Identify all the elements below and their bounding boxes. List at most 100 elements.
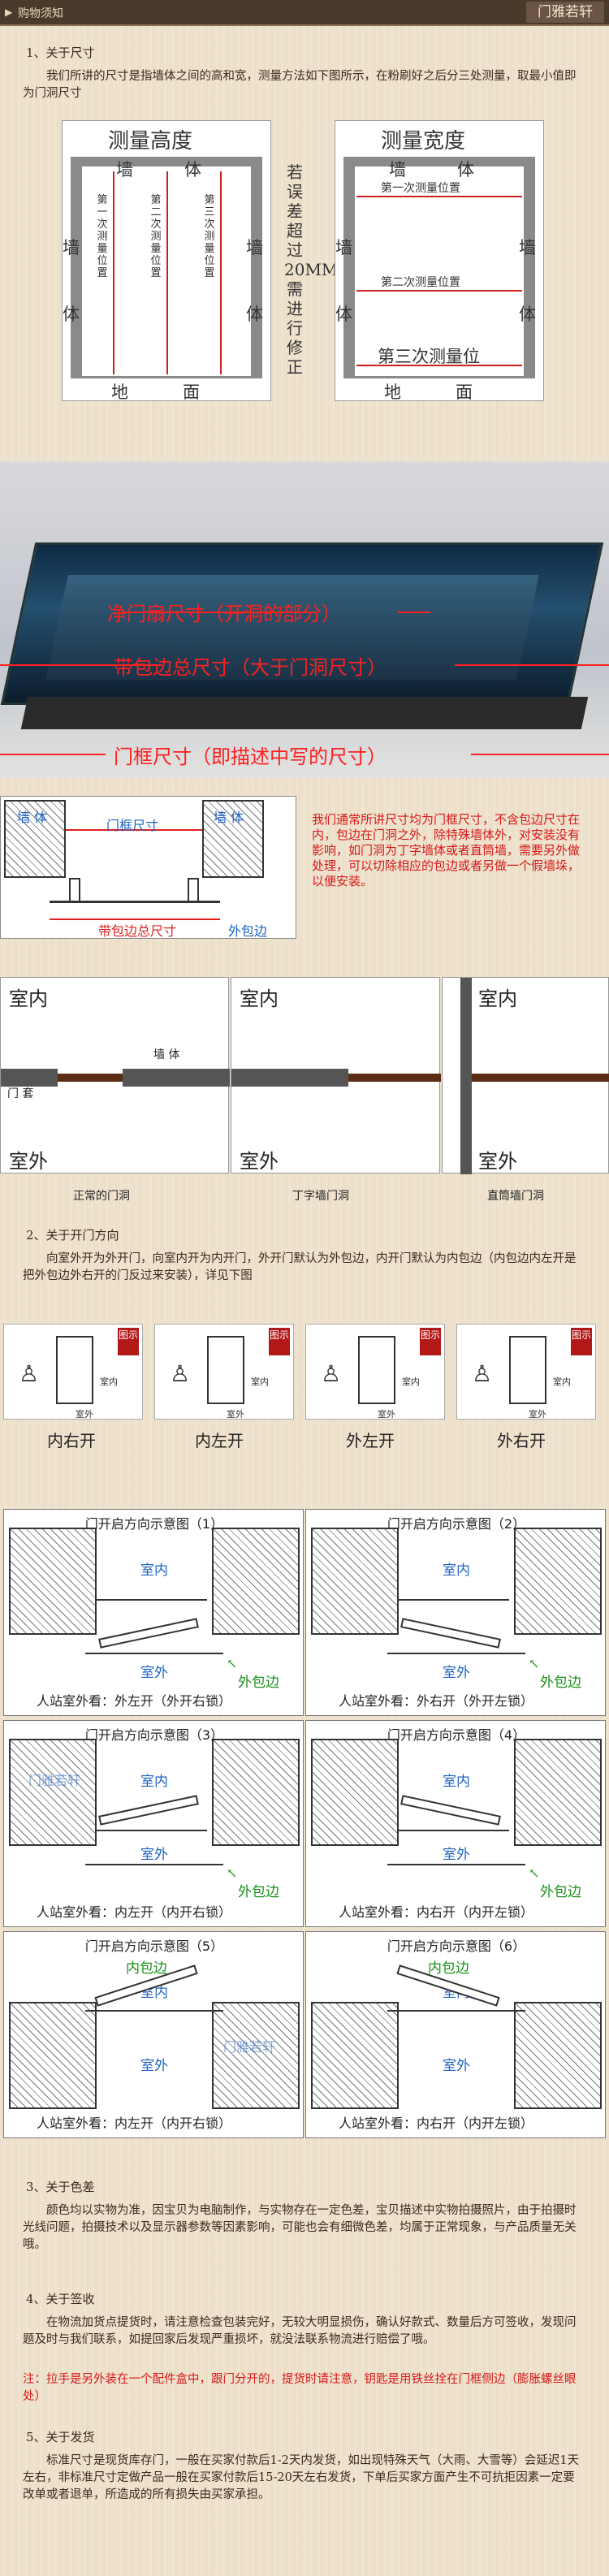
room-in-label: 室内 <box>140 1774 168 1790</box>
section-text-color: 颜色均以实物为准，因宝贝为电脑制作，与实物存在一定色差，宝贝描述中实物拍摄照片，… <box>23 2204 577 2251</box>
width-line-1 <box>356 196 522 197</box>
outdoor-label: 室外 <box>478 1150 517 1173</box>
body-label-left: 体 <box>63 305 80 324</box>
door-leaf <box>400 1618 501 1649</box>
frame-size-label: 门框尺寸 <box>106 818 159 833</box>
wall-hatch-left <box>311 1739 399 1846</box>
wall-right <box>251 157 262 376</box>
arrow-icon: ↖ <box>529 1656 540 1671</box>
wall-end <box>337 1069 348 1087</box>
room-out-label: 室外 <box>529 1409 546 1420</box>
wall-hatch-left <box>311 2002 399 2109</box>
room-out-label: 室外 <box>443 1665 470 1681</box>
measure-label-1: 第一次测量位置 <box>97 194 108 279</box>
wall-left <box>343 157 355 376</box>
indoor-label: 室内 <box>9 988 48 1010</box>
wall-vertical <box>460 978 472 1174</box>
measure-height-diagram: 测量高度 墙 体 墙 体 墙 体 第一次测量位置 第二次测量位置 第三次测量位置… <box>62 120 271 402</box>
body-label-left: 体 <box>335 305 352 324</box>
room-out-label: 室外 <box>443 2058 470 2074</box>
ground-label-2: 面 <box>456 383 473 402</box>
direction-diagram-3: 门开启方向示意图（3） 门雅若轩 室内 室外 外包边 ↖ 人站室外看：内左开（内… <box>3 1720 304 1927</box>
door-icon <box>207 1336 244 1404</box>
wall-hatch-left <box>4 800 66 878</box>
measure-line-1 <box>113 171 114 374</box>
room-in-label: 室内 <box>251 1377 269 1387</box>
wall-label: 墙 <box>116 160 133 179</box>
plan-box: 墙 体 墙 体 门框尺寸 带包边总尺寸 外包边 <box>0 796 296 939</box>
door-floor <box>472 1074 609 1082</box>
wall-label-left: 墙 <box>63 238 80 257</box>
wall-body-label: 墙 体 <box>153 1048 180 1061</box>
straight-wall-diagram: 室内 室外 <box>442 977 609 1174</box>
room-in-label: 室内 <box>402 1377 420 1387</box>
arrow-icon: ↖ <box>227 1656 238 1671</box>
section-note: 我们通常所讲尺寸均为门框尺寸，不含包边尺寸在内，包边在门洞之外，除特殊墙体外，对… <box>312 812 581 888</box>
wall-hatch-right <box>202 800 264 878</box>
wrap-line <box>85 1653 223 1654</box>
measure-line-3 <box>220 171 222 374</box>
room-out-label: 室外 <box>76 1409 93 1420</box>
open-label-2: 内左开 <box>195 1431 244 1450</box>
room-out-label: 室外 <box>140 1847 168 1863</box>
wall-label-left: 墙 <box>335 238 352 257</box>
arrow-icon: ↖ <box>529 1865 540 1881</box>
measure-height-title: 测量高度 <box>108 129 193 153</box>
indoor-label: 室内 <box>240 988 279 1010</box>
door-icon <box>358 1336 395 1404</box>
room-in-label: 室内 <box>443 1562 470 1579</box>
ground-line <box>343 376 535 378</box>
badge: 图示 <box>571 1328 592 1355</box>
person-icon: ♙ <box>170 1360 191 1387</box>
diagram-caption: 人站室外看：内左开（内开右锁） <box>37 1904 232 1920</box>
room-in-label: 室内 <box>553 1377 571 1387</box>
width-line-3 <box>356 365 522 366</box>
wrap-label: 外包边 <box>238 1675 279 1691</box>
door-cover-label: 门 套 <box>7 1087 34 1100</box>
wrap-size-line-left <box>0 664 162 666</box>
diagram-title: 门开启方向示意图（6） <box>387 1938 526 1954</box>
wrap-line <box>85 1864 223 1865</box>
section-text-size: 我们所讲的尺寸是指墙体之间的高和宽，测量方法如下图所示，在粉刷好之后分三处测量，… <box>23 70 577 100</box>
direction-diagram-2: 门开启方向示意图（2） 室内 室外 外包边 ↖ 人站室外看：外右开（外开左锁） <box>305 1509 606 1716</box>
section-text-signing: 在物流加货点提货时，请注意检查包装完好，无较大明显损伤，确认好款式、数量后方可签… <box>23 2316 577 2346</box>
door-photo: 净门扇尺寸（开洞的部分） 带包边总尺寸（大于门洞尺寸） 门框尺寸（即描述中写的尺… <box>0 461 609 778</box>
body-label-right: 体 <box>519 305 536 324</box>
frame-line <box>97 1830 207 1831</box>
t-wall-diagram: 室内 室外 <box>231 977 441 1173</box>
wrap-label: 内包边 <box>126 1960 167 1977</box>
section-note-signing: 注：拉手是另外装在一个配件盒中，跟门分开的，提货时请注意，钥匙是用铁丝拴在门框侧… <box>23 2373 577 2403</box>
caption-t-wall: 丁字墙门洞 <box>292 1190 349 1203</box>
wrap-label: 外包边 <box>540 1884 581 1900</box>
brand-badge: 门雅若轩 <box>526 2 604 23</box>
measure-label-3: 第三次测量位置 <box>204 194 215 279</box>
header-title: 购物须知 <box>18 7 63 20</box>
wall-label: 墙 <box>389 160 406 179</box>
wall-label: 墙 体 <box>214 810 244 825</box>
ground-label: 地 <box>111 383 128 402</box>
wall-top <box>343 157 535 166</box>
wall-hatch-right <box>212 1528 300 1635</box>
badge: 图示 <box>118 1328 139 1355</box>
caption-straight: 直筒墙门洞 <box>487 1190 544 1203</box>
door-leaf <box>98 1618 199 1649</box>
outdoor-label: 室外 <box>240 1150 279 1173</box>
outdoor-label: 室外 <box>9 1150 48 1173</box>
frame-size-line <box>66 829 202 831</box>
net-size-line-left <box>122 612 317 613</box>
wrap-line <box>387 1653 525 1654</box>
wall-hatch-left <box>9 1528 97 1635</box>
section-heading-size: 1、关于尺寸 <box>26 45 95 60</box>
diagram-caption: 人站室外看：内右开（内开左锁） <box>339 2116 534 2131</box>
direction-diagram-4: 门开启方向示意图（4） 室内 室外 外包边 ↖ 人站室外看：内右开（内开左锁） <box>305 1720 606 1927</box>
diagram-title: 门开启方向示意图（1） <box>84 1516 224 1532</box>
open-way-picture-3: 图示 ♙ 室内 室外 <box>305 1324 445 1420</box>
width-line-2 <box>356 290 522 292</box>
ground-label: 地 <box>384 383 401 402</box>
door-icon <box>56 1336 93 1404</box>
width-label-3: 第三次测量位 <box>378 347 480 366</box>
direction-diagram-1: 门开启方向示意图（1） 室内 室外 外包边 ↖ 人站室外看：外左开（外开右锁） <box>3 1509 304 1716</box>
diagram-caption: 人站室外看：内右开（内开左锁） <box>339 1904 534 1920</box>
measure-label-2: 第二次测量位置 <box>150 194 162 279</box>
frame-line <box>97 1599 207 1601</box>
